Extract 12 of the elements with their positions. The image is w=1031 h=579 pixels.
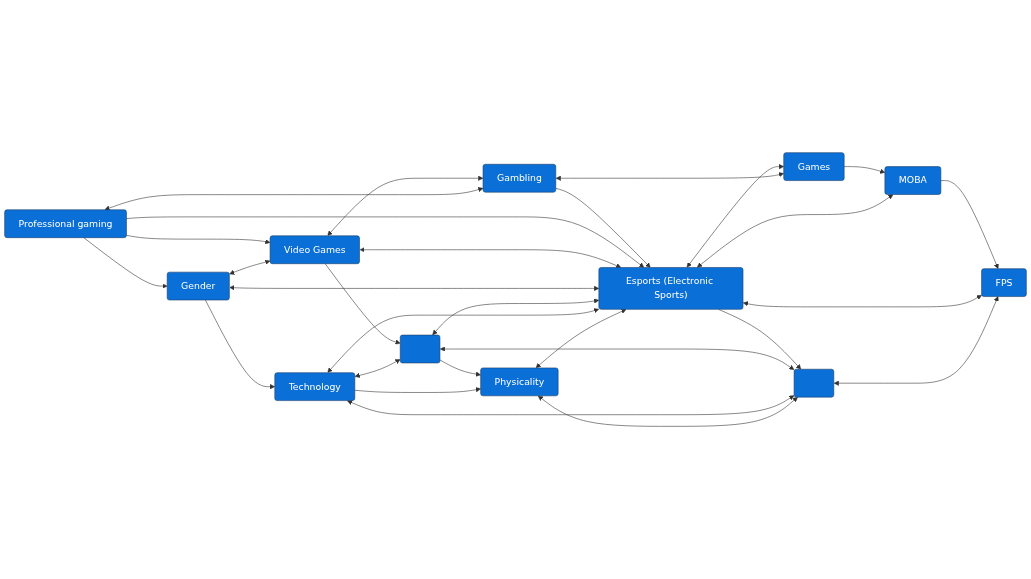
- node-box: FPS: [981, 268, 1027, 297]
- node-box: MOBA: [884, 166, 942, 195]
- node-box: Gambling: [482, 164, 557, 193]
- node-box: Professional gaming: [4, 209, 127, 238]
- node-box: [793, 368, 835, 398]
- node-box: Technology: [274, 372, 356, 401]
- node-box: [399, 334, 441, 364]
- node-box: Gender: [166, 271, 230, 301]
- node-box: Games: [783, 152, 845, 181]
- node-box: Video Games: [269, 235, 360, 264]
- node-box: Physicality: [480, 367, 559, 397]
- node-box: Esports (Electronic Sports): [598, 267, 744, 310]
